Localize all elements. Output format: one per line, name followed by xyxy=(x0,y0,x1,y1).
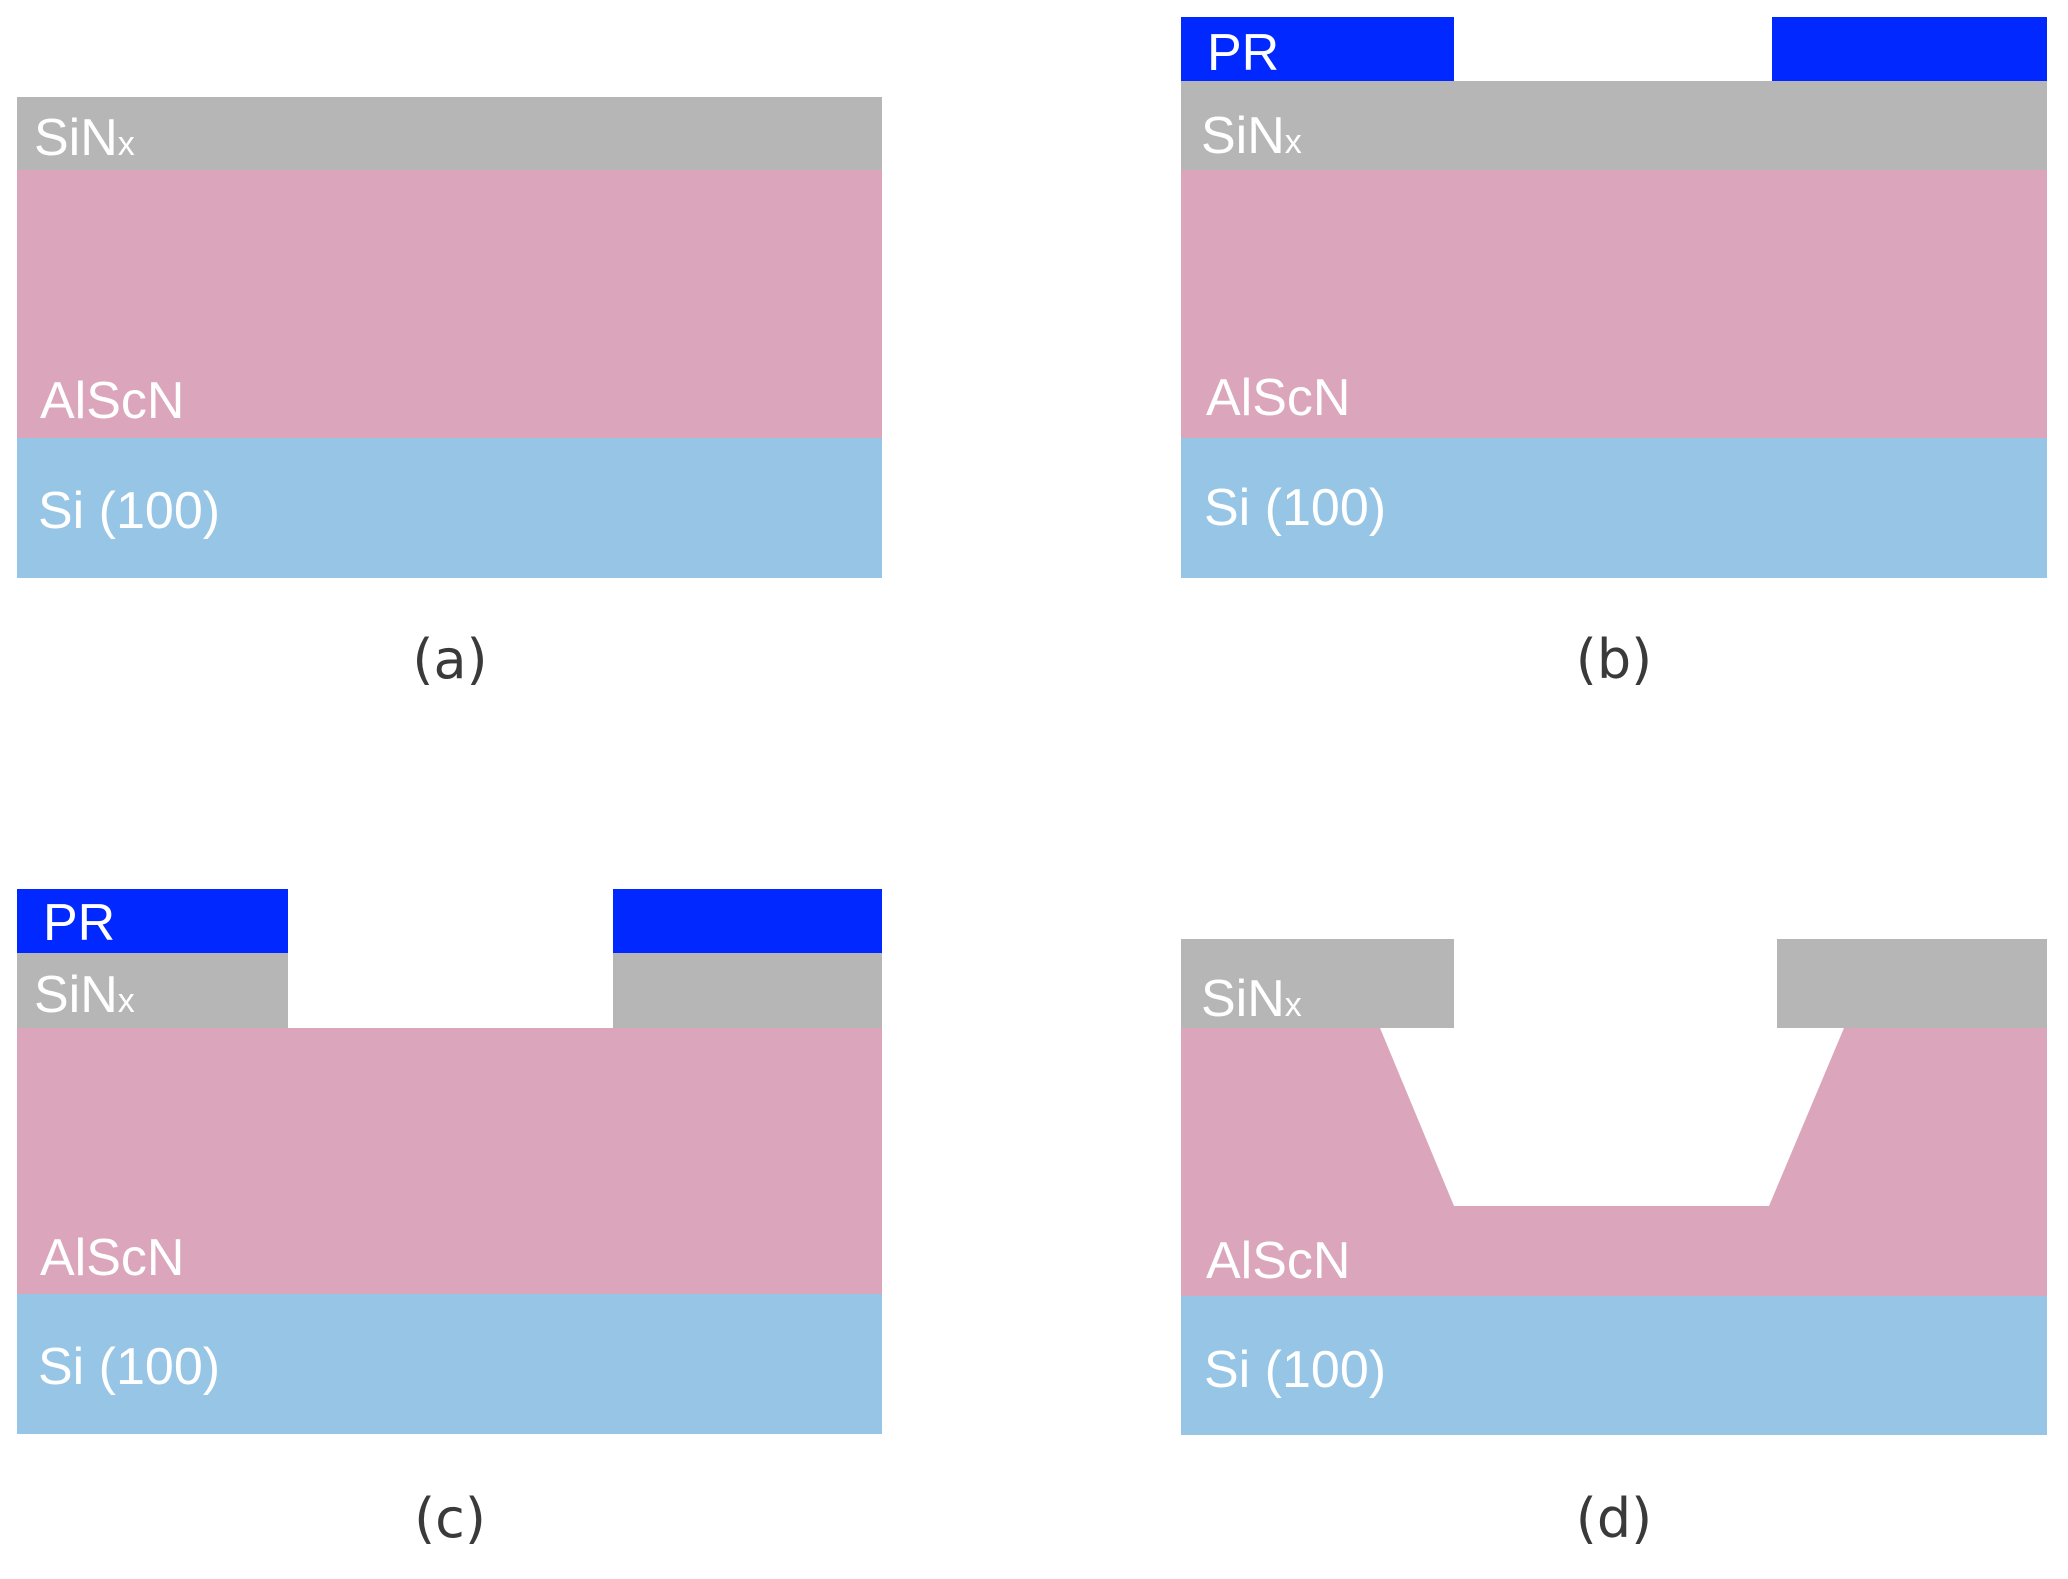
si-substrate-layer xyxy=(1181,438,2047,578)
photoresist-right xyxy=(1772,17,2047,81)
photoresist-left xyxy=(17,889,288,953)
si-label: Si (100) xyxy=(38,1338,220,1396)
si-label: Si (100) xyxy=(1204,479,1386,537)
pr-label: PR xyxy=(1207,24,1279,82)
sinx-layer xyxy=(1181,81,2047,170)
sinx-right xyxy=(1777,939,2047,1028)
sinx-layer xyxy=(17,97,882,170)
panel-d: SiNx AlScN Si (100) (d) xyxy=(1181,939,2047,1550)
sinx-label: SiNx xyxy=(1201,107,1302,165)
alscn-label: AlScN xyxy=(1206,1232,1350,1290)
photoresist-right xyxy=(613,889,882,953)
panel-c: PR SiNx AlScN Si (100) (c) xyxy=(17,889,882,1550)
sinx-left xyxy=(17,953,288,1028)
pr-label: PR xyxy=(43,894,115,952)
si-label: Si (100) xyxy=(1204,1341,1386,1399)
si-substrate-layer xyxy=(1181,1296,2047,1435)
sinx-label: SiNx xyxy=(1201,970,1302,1028)
si-label: Si (100) xyxy=(38,482,220,540)
photoresist-left xyxy=(1181,17,1454,81)
si-substrate-layer xyxy=(17,438,882,578)
alscn-layer-etched xyxy=(1181,1028,2047,1296)
si-substrate-layer xyxy=(17,1294,882,1434)
sinx-right xyxy=(613,953,882,1028)
alscn-layer xyxy=(1181,170,2047,438)
alscn-label: AlScN xyxy=(1206,369,1350,427)
alscn-label: AlScN xyxy=(40,372,184,430)
sinx-label: SiNx xyxy=(34,966,135,1024)
panel-a: SiNx AlScN Si (100) (a) xyxy=(17,97,882,691)
alscn-layer xyxy=(17,1028,882,1294)
sinx-label: SiNx xyxy=(34,109,135,167)
sinx-left xyxy=(1181,939,1454,1028)
panel-b: PR SiNx AlScN Si (100) (b) xyxy=(1181,17,2047,691)
panel-caption: (d) xyxy=(1576,1487,1652,1550)
alscn-label: AlScN xyxy=(40,1229,184,1287)
alscn-layer xyxy=(17,170,882,438)
panel-caption: (a) xyxy=(412,628,487,691)
panel-caption: (b) xyxy=(1576,628,1652,691)
panel-caption: (c) xyxy=(414,1487,486,1550)
